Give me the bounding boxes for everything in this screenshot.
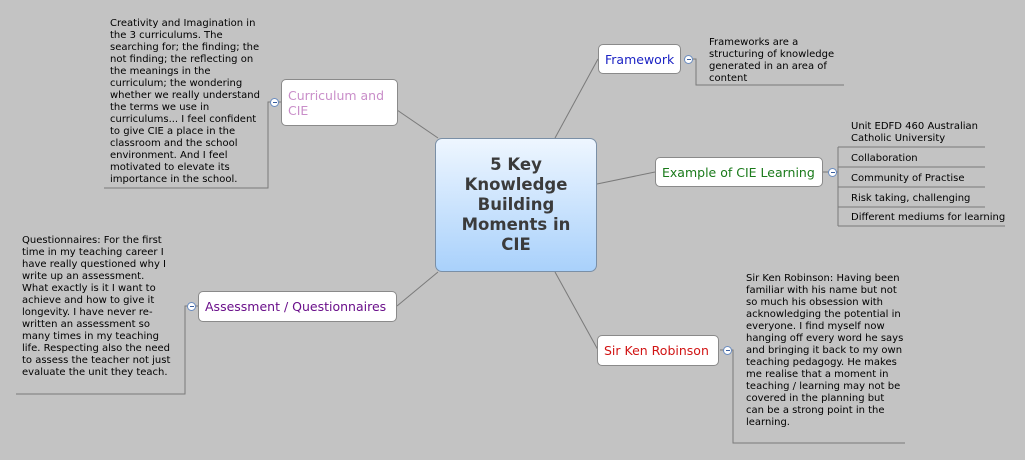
link-example-subs [823, 146, 1005, 227]
link-curriculum [396, 109, 439, 139]
topic-curriculum-label: Curriculum and CIE [288, 88, 385, 118]
topic-assessment-questionnaires[interactable]: Assessment / Questionnaires [198, 291, 397, 322]
topic-example-label: Example of CIE Learning [662, 164, 815, 180]
topic-framework-label: Framework [605, 51, 675, 67]
note-curriculum-and-cie: Creativity and Imagination in the 3 curr… [110, 18, 260, 185]
topic-framework[interactable]: Framework [598, 44, 681, 74]
collapse-toggle-example[interactable] [828, 168, 837, 177]
subtopic-community-of-practise[interactable]: Community of Practise [851, 173, 965, 184]
link-framework [554, 58, 599, 139]
collapse-toggle-robinson[interactable] [723, 346, 732, 355]
topic-example-of-cie-learning[interactable]: Example of CIE Learning [655, 157, 823, 187]
collapse-toggle-assessment[interactable] [187, 302, 196, 311]
topic-robinson-label: Sir Ken Robinson [604, 343, 709, 358]
note-assessment-questionnaires: Questionnaires: For the first time in my… [22, 235, 171, 378]
central-topic[interactable]: 5 Key Knowledge Building Moments in CIE [435, 138, 597, 272]
link-example [596, 171, 656, 185]
note-sir-ken-robinson: Sir Ken Robinson: Having been familiar w… [746, 273, 904, 428]
topic-assessment-label: Assessment / Questionnaires [205, 299, 387, 314]
link-assessment [396, 271, 439, 307]
subtopic-risk-taking[interactable]: Risk taking, challenging [851, 193, 971, 204]
subtopic-different-mediums[interactable]: Different mediums for learning [851, 212, 1006, 223]
topic-curriculum-and-cie[interactable]: Curriculum and CIE [281, 79, 398, 126]
subtopic-collaboration[interactable]: Collaboration [851, 153, 918, 164]
topic-sir-ken-robinson[interactable]: Sir Ken Robinson [597, 335, 719, 366]
link-robinson [554, 271, 599, 351]
collapse-toggle-curriculum[interactable] [270, 98, 279, 107]
note-framework: Frameworks are a structuring of knowledg… [709, 37, 835, 84]
collapse-toggle-framework[interactable] [684, 55, 693, 64]
subtopic-unit-edfd[interactable]: Unit EDFD 460 Australian Catholic Univer… [851, 121, 979, 144]
